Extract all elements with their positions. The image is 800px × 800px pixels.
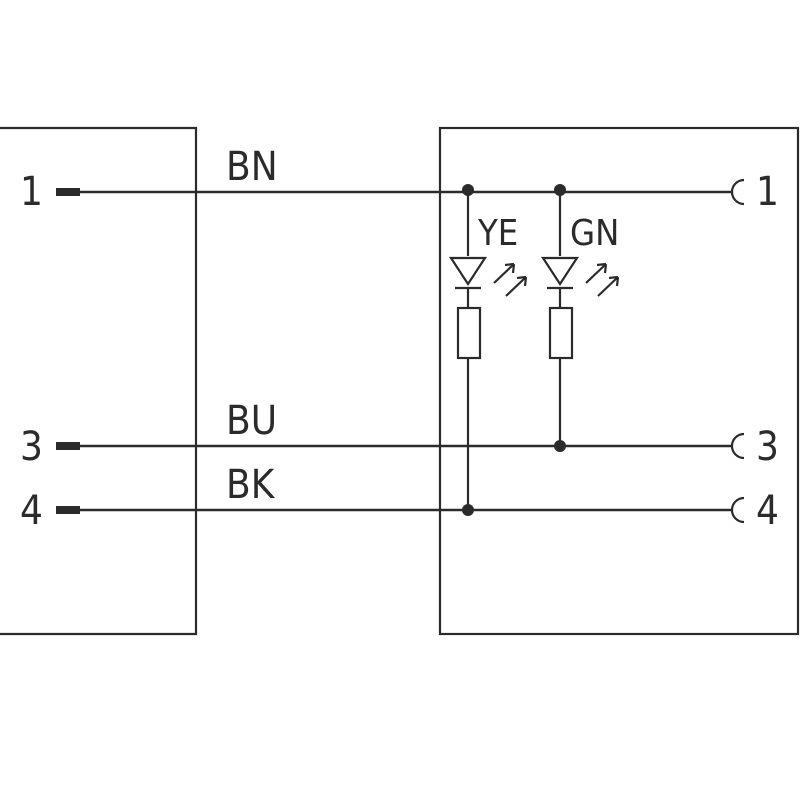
led-branch-ye: YE <box>448 184 528 516</box>
left-pin-1-contact <box>56 188 80 196</box>
ye-resistor-icon <box>456 306 482 360</box>
right-pin-3-socket <box>730 432 745 460</box>
right-pin-3-label: 3 <box>756 424 779 470</box>
gn-light-arrow-2 <box>597 275 620 297</box>
wire-bk-label: BK <box>226 462 276 508</box>
wire-bn-label: BN <box>226 144 278 190</box>
left-pin-3-contact <box>56 442 80 450</box>
gn-led-icon <box>540 256 580 287</box>
right-pin-4-socket <box>730 496 745 524</box>
left-pin-4-contact <box>56 506 80 514</box>
ye-led-label: YE <box>477 213 518 254</box>
right-connector: 1 3 4 <box>438 126 800 636</box>
right-pin-1-label: 1 <box>756 169 779 215</box>
ye-led-icon <box>448 256 488 287</box>
gn-light-arrow-1 <box>585 262 608 284</box>
right-pin-4-label: 4 <box>756 488 779 534</box>
ye-light-arrow-1 <box>493 262 516 284</box>
right-connector-outline <box>438 126 800 636</box>
junction-bk-ye <box>462 504 474 516</box>
left-connector: 1 3 4 <box>0 126 198 636</box>
left-pin-4-label: 4 <box>20 488 43 534</box>
gn-resistor-icon <box>548 306 574 360</box>
gn-led-label: GN <box>570 213 619 254</box>
left-pin-1-label: 1 <box>20 169 43 215</box>
ye-light-arrow-2 <box>505 275 528 297</box>
led-branch-gn: GN <box>540 184 620 452</box>
left-pin-3-label: 3 <box>20 424 43 470</box>
wires: BN BU BK <box>80 144 732 512</box>
right-pin-1-socket <box>730 178 745 206</box>
junction-bu-gn <box>554 440 566 452</box>
wire-bu-label: BU <box>226 398 277 444</box>
left-connector-outline <box>0 126 198 636</box>
